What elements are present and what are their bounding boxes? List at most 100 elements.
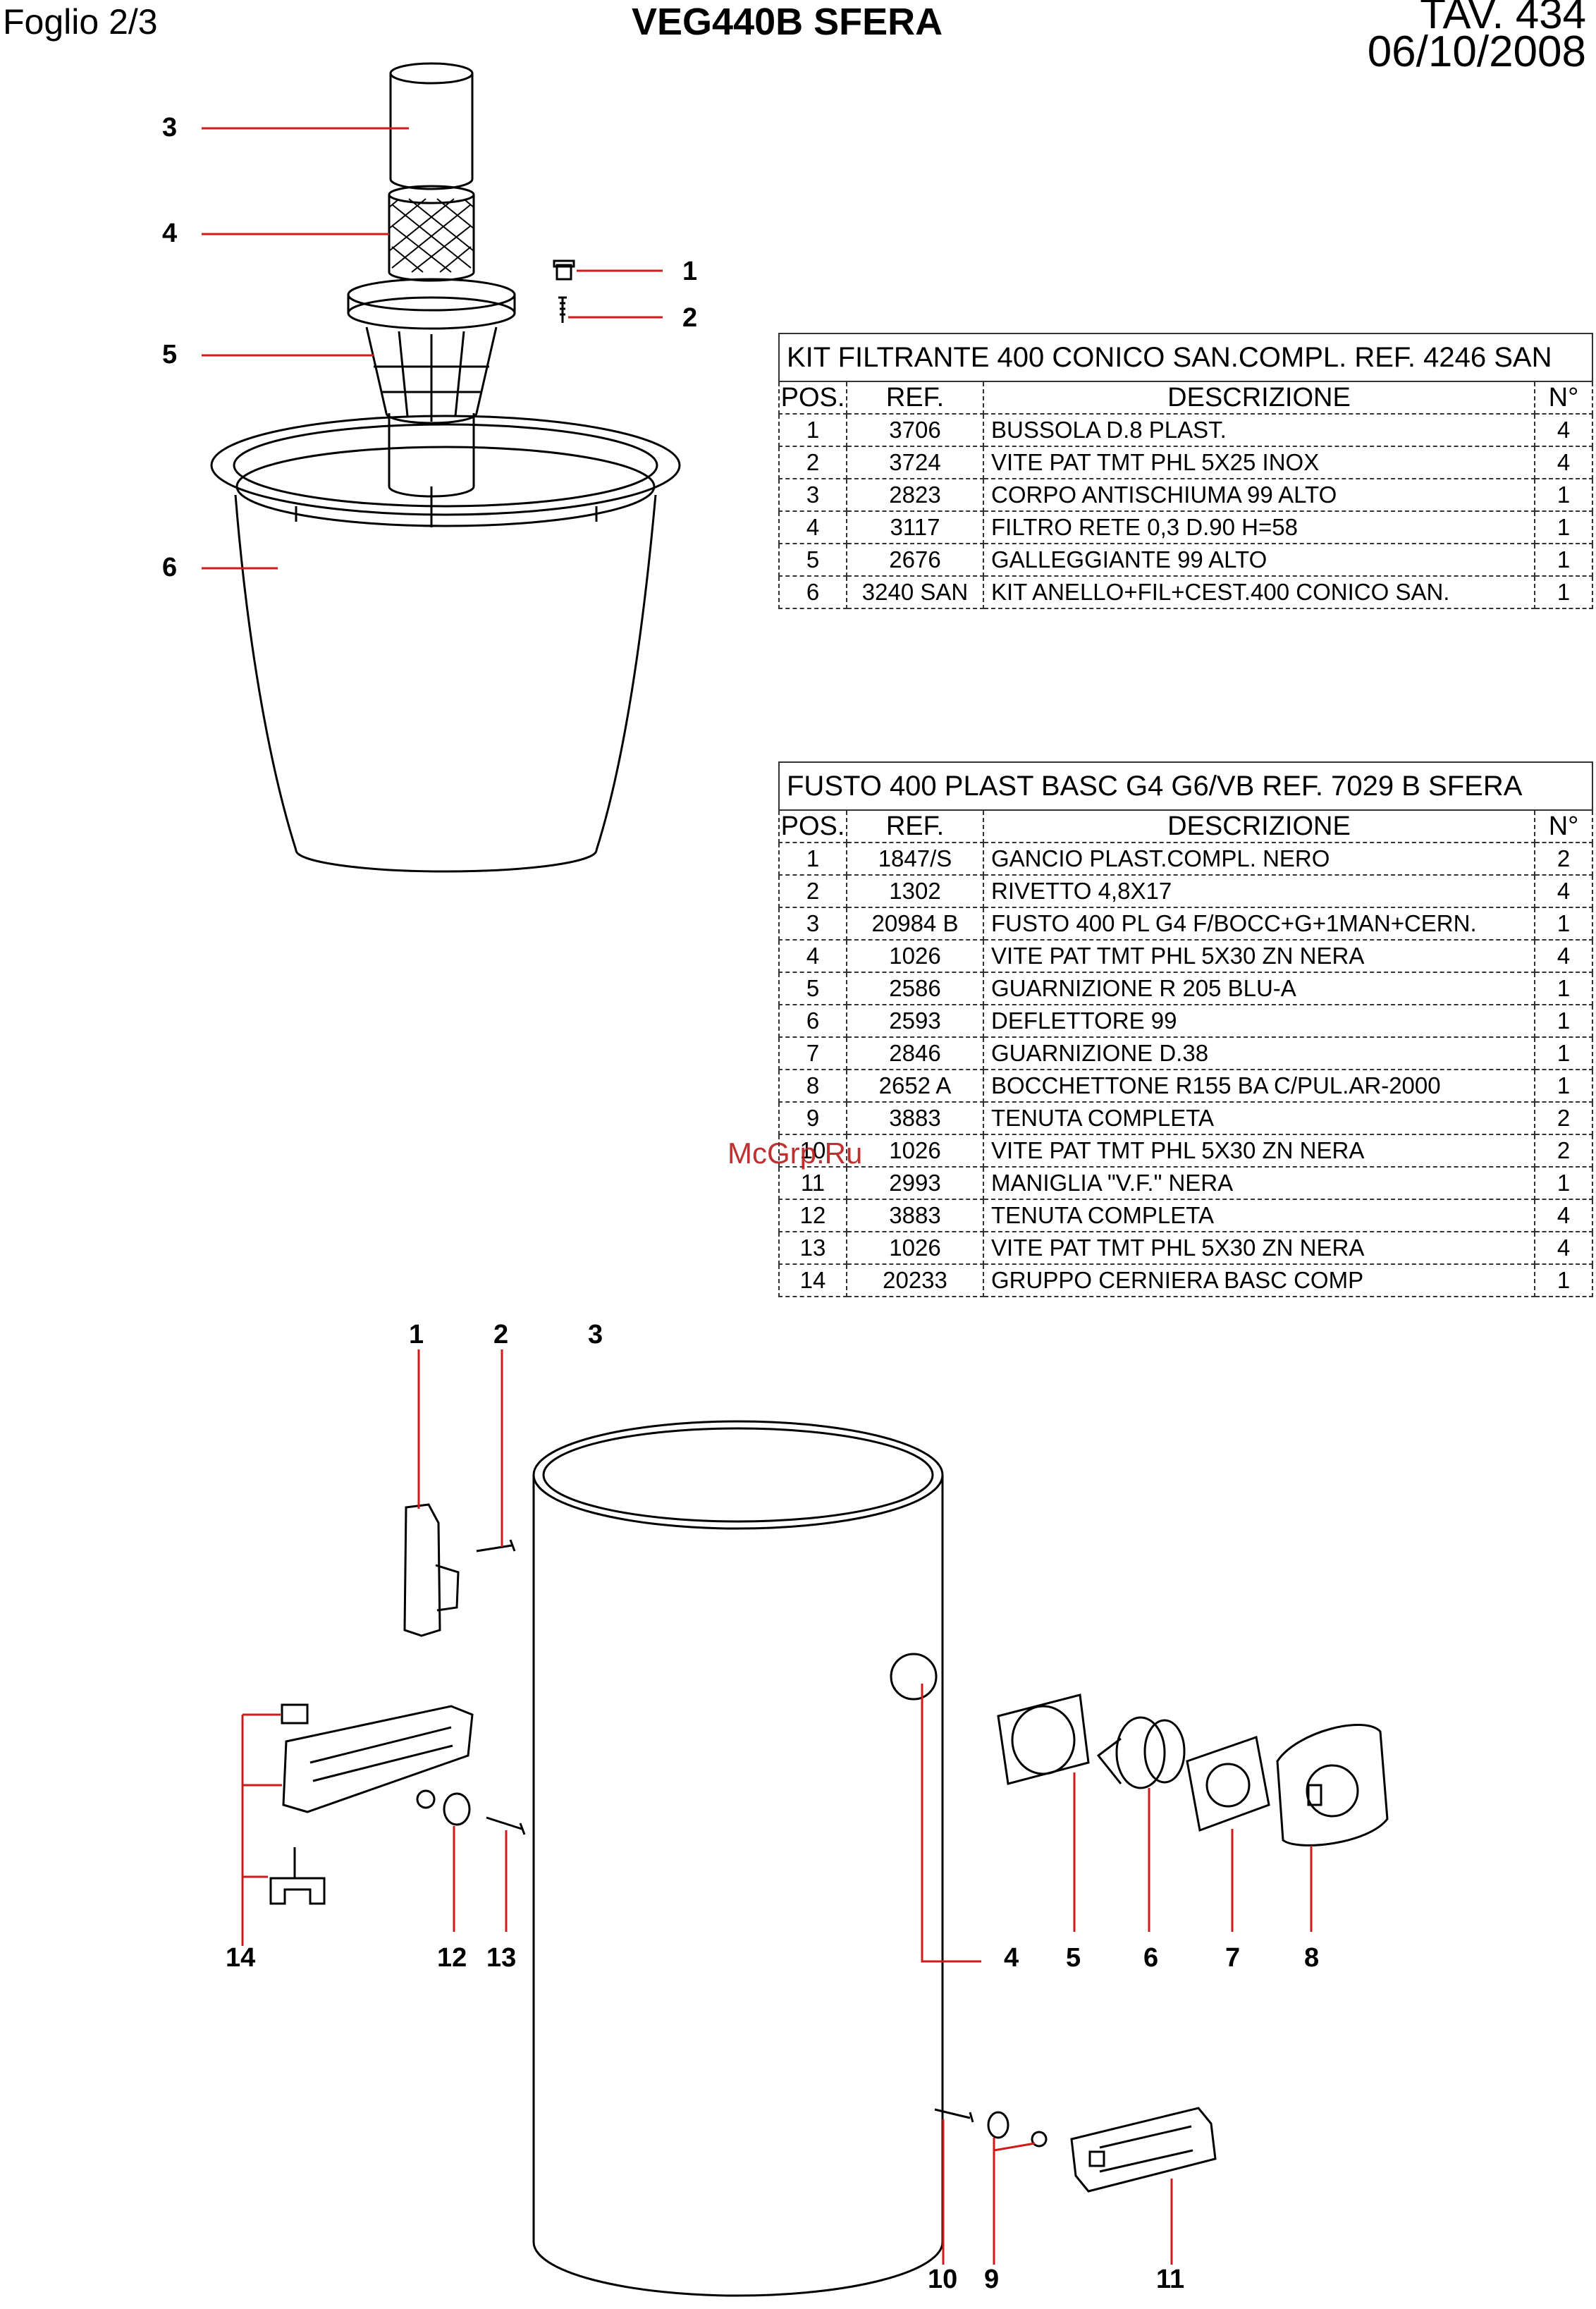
- deflector-part: [1096, 1716, 1186, 1789]
- watermark: McGrp.Ru: [728, 1137, 863, 1170]
- ref-cell: 3117: [846, 510, 984, 544]
- ref-cell: 1026: [846, 1134, 984, 1168]
- pos-cell: 4: [778, 939, 847, 973]
- qty-cell: 1: [1534, 543, 1593, 577]
- ref-cell: 3724: [846, 446, 984, 479]
- qty-cell: 1: [1533, 1166, 1594, 1200]
- drum-body-part: [532, 1420, 944, 2297]
- qty-cell: 4: [1534, 446, 1593, 479]
- seal-9-part: [987, 2111, 1048, 2148]
- callout-bottom-9: 9: [984, 2265, 1000, 2294]
- qty-cell: 1: [1534, 510, 1593, 544]
- pos-cell: 14: [778, 1263, 847, 1297]
- qty-cell: 4: [1533, 874, 1594, 908]
- screw-13-part: [486, 1816, 526, 1835]
- ref-cell: 1026: [846, 939, 984, 973]
- callout-bottom-14: 14: [226, 1943, 256, 1973]
- description-cell: VITE PAT TMT PHL 5X25 INOX: [983, 446, 1535, 479]
- callout-bottom-5: 5: [1066, 1943, 1081, 1973]
- column-header: POS.: [778, 381, 847, 415]
- qty-cell: 1: [1533, 972, 1594, 1005]
- pos-cell: 10: [778, 1134, 847, 1168]
- table-title: KIT FILTRANTE 400 CONICO SAN.COMPL. REF.…: [778, 333, 1593, 382]
- description-cell: TENUTA COMPLETA: [983, 1199, 1535, 1232]
- qty-cell: 1: [1533, 907, 1594, 941]
- handle-part: [1070, 2107, 1217, 2193]
- description-cell: MANIGLIA "V.F." NERA: [983, 1166, 1535, 1200]
- ref-cell: 2593: [846, 1004, 984, 1038]
- pos-cell: 6: [778, 1004, 847, 1038]
- callout-bottom-6: 6: [1143, 1943, 1159, 1973]
- pos-cell: 1: [778, 842, 847, 876]
- rivet-part: [476, 1539, 516, 1552]
- seal-part: [416, 1789, 471, 1826]
- pos-cell: 5: [778, 972, 847, 1005]
- description-cell: VITE PAT TMT PHL 5X30 ZN NERA: [983, 1134, 1535, 1168]
- callout-bottom-8: 8: [1304, 1943, 1320, 1973]
- callout-bottom-4: 4: [1004, 1943, 1019, 1973]
- qty-cell: 1: [1533, 1004, 1594, 1038]
- callout-top-4: 4: [162, 219, 178, 248]
- document-date: 06/10/2008: [1367, 27, 1586, 76]
- bushing-part: [553, 259, 575, 281]
- qty-cell: 1: [1533, 1263, 1594, 1297]
- qty-cell: 1: [1533, 1036, 1594, 1070]
- description-cell: VITE PAT TMT PHL 5X30 ZN NERA: [983, 939, 1535, 973]
- callout-bottom-3: 3: [588, 1320, 603, 1349]
- qty-cell: 1: [1534, 575, 1593, 609]
- description-cell: RIVETTO 4,8X17: [983, 874, 1535, 908]
- description-cell: GANCIO PLAST.COMPL. NERO: [983, 842, 1535, 876]
- pos-cell: 12: [778, 1199, 847, 1232]
- callout-top-3: 3: [162, 113, 178, 142]
- ref-cell: 2823: [846, 478, 984, 512]
- ref-cell: 20233: [846, 1263, 984, 1297]
- pos-cell: 7: [778, 1036, 847, 1070]
- leader-lines: [202, 127, 1313, 2265]
- column-header: N°: [1534, 381, 1593, 415]
- mesh-filter-part: [388, 185, 475, 282]
- column-header: REF.: [846, 809, 984, 843]
- description-cell: FUSTO 400 PL G4 F/BOCC+G+1MAN+CERN.: [983, 907, 1535, 941]
- ref-cell: 3706: [846, 413, 984, 447]
- screw-10-part: [934, 2108, 974, 2123]
- pos-cell: 3: [778, 478, 847, 512]
- qty-cell: 2: [1533, 842, 1594, 876]
- column-header: REF.: [846, 381, 984, 415]
- pos-cell: 11: [778, 1166, 847, 1200]
- description-cell: CORPO ANTISCHIUMA 99 ALTO: [983, 478, 1535, 512]
- conical-basket-part: [210, 415, 681, 873]
- callout-bottom-2: 2: [493, 1320, 509, 1349]
- description-cell: VITE PAT TMT PHL 5X30 ZN NERA: [983, 1231, 1535, 1265]
- callout-bottom-10: 10: [928, 2265, 958, 2294]
- pos-cell: 2: [778, 874, 847, 908]
- qty-cell: 2: [1533, 1134, 1594, 1168]
- pos-cell: 8: [778, 1069, 847, 1103]
- ref-cell: 1302: [846, 874, 984, 908]
- pos-cell: 1: [778, 413, 847, 447]
- ref-cell: 3883: [846, 1101, 984, 1135]
- ref-cell: 2652 A: [846, 1069, 984, 1103]
- description-cell: BUSSOLA D.8 PLAST.: [983, 413, 1535, 447]
- model-title: VEG440B SFERA: [632, 1, 943, 43]
- ref-cell: 1026: [846, 1231, 984, 1265]
- qty-cell: 4: [1534, 413, 1593, 447]
- anti-foam-body-part: [389, 62, 474, 190]
- gasket-part: [997, 1694, 1090, 1785]
- qty-cell: 2: [1533, 1101, 1594, 1135]
- screw-part: [558, 296, 567, 323]
- sheet-number: Foglio 2/3: [3, 2, 158, 42]
